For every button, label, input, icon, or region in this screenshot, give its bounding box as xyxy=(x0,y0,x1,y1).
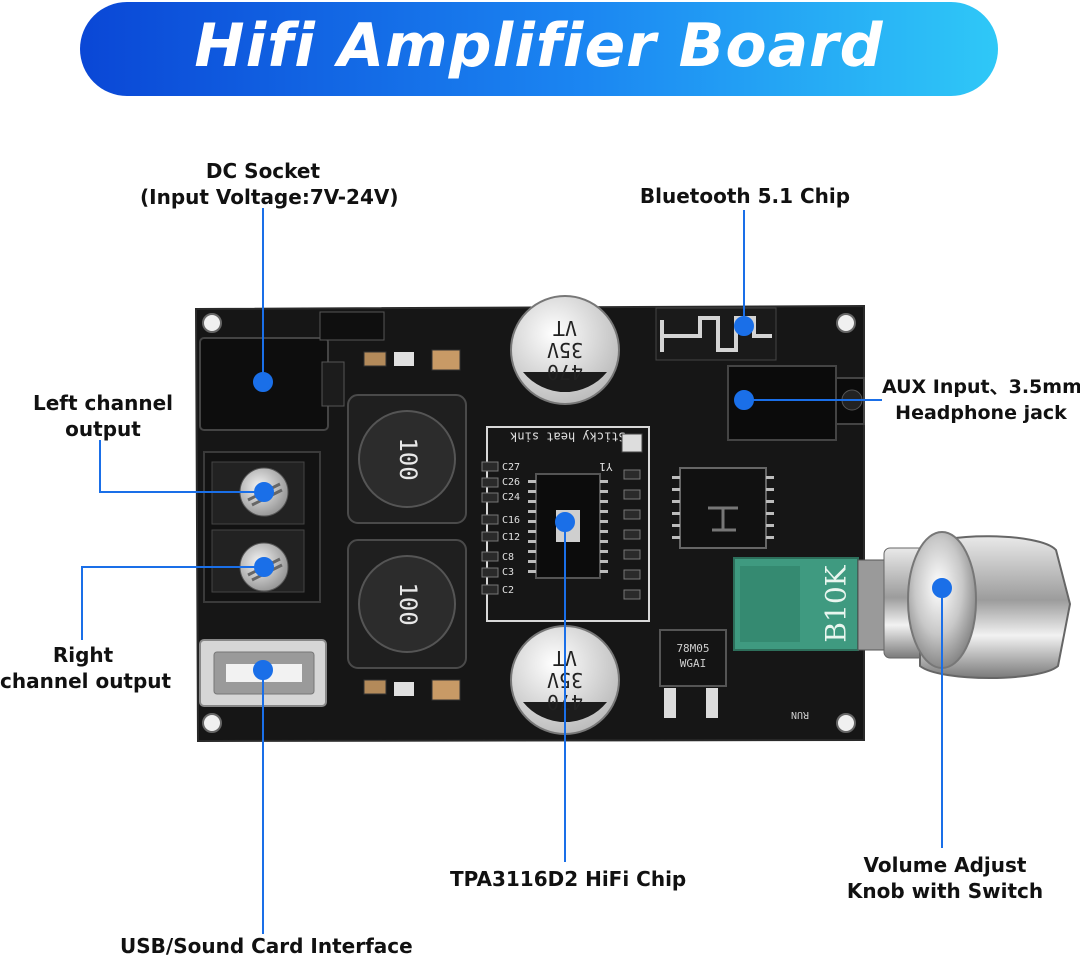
label-bluetooth-line1: Bluetooth 5.1 Chip xyxy=(639,184,851,208)
page-title: Hifi Amplifier Board xyxy=(194,11,884,81)
label-aux-input: AUX Input、3.5mm Headphone jack xyxy=(882,374,1080,426)
mounting-hole xyxy=(202,313,222,333)
label-left-channel: Left channel output xyxy=(18,390,188,442)
label-dc-socket-line1: DC Socket xyxy=(205,159,321,183)
cap-label: C16 xyxy=(502,515,520,526)
label-right-channel: Right channel output xyxy=(0,642,172,694)
label-dc-socket-line2: (Input Voltage:7V-24V) xyxy=(140,185,399,209)
potentiometer-marking: B10K xyxy=(820,564,853,642)
capacitor-top-marking-3: VT xyxy=(553,316,577,340)
label-left-channel-line1: Left channel xyxy=(32,391,174,415)
marker-right-channel xyxy=(254,557,274,577)
marker-tpa xyxy=(555,512,575,532)
label-left-channel-line2: output xyxy=(65,417,141,441)
heat-sink-text: Sticky heat sink xyxy=(509,430,625,444)
label-right-channel-line1: Right xyxy=(52,643,114,667)
marker-volume xyxy=(932,578,952,598)
cap-label: C3 xyxy=(502,567,514,578)
mounting-hole xyxy=(202,713,222,733)
capacitor-top-marking-2: 35V xyxy=(547,338,583,362)
capacitor-top-marking-1: 470 xyxy=(547,360,583,384)
label-dc-socket: DC Socket (Input Voltage:7V-24V) xyxy=(140,158,399,210)
inductor-bottom-marking: 100 xyxy=(394,582,422,625)
label-volume-line2: Knob with Switch xyxy=(846,879,1044,903)
cap-label: C12 xyxy=(502,532,520,543)
label-tpa-chip-line1: TPA3116D2 HiFi Chip xyxy=(450,867,687,891)
regulator xyxy=(659,629,727,687)
cap-label: C8 xyxy=(502,552,514,563)
diode xyxy=(319,311,385,341)
mounting-hole xyxy=(836,713,856,733)
cap-label: C26 xyxy=(502,477,520,488)
label-tpa-chip: TPA3116D2 HiFi Chip xyxy=(450,866,687,892)
cap-label: C24 xyxy=(502,492,520,503)
mounting-hole xyxy=(836,313,856,333)
run-label: RUN xyxy=(791,709,809,720)
bluetooth-antenna xyxy=(660,316,772,352)
cap-label: C2 xyxy=(502,585,514,596)
marker-left-channel xyxy=(254,482,274,502)
marker-bluetooth xyxy=(734,316,754,336)
cap-label: C27 xyxy=(502,462,520,473)
label-aux-input-line2: Headphone jack xyxy=(895,402,1067,424)
leader-right-channel xyxy=(81,566,264,640)
regulator-marking-1: 78M05 xyxy=(676,642,709,655)
leader-left-channel xyxy=(99,440,264,493)
marker-usb xyxy=(253,660,273,680)
y1-label: Y1 xyxy=(599,460,612,473)
regulator-marking-2: WGAI xyxy=(680,657,707,670)
marker-aux xyxy=(734,390,754,410)
label-volume-line1: Volume Adjust xyxy=(863,853,1027,877)
title-banner: Hifi Amplifier Board xyxy=(80,2,998,96)
label-usb-line1: USB/Sound Card Interface xyxy=(120,934,413,958)
label-bluetooth: Bluetooth 5.1 Chip xyxy=(630,183,860,209)
label-aux-input-line1: AUX Input、3.5mm xyxy=(882,376,1080,398)
label-volume: Volume Adjust Knob with Switch xyxy=(846,852,1044,904)
label-usb: USB/Sound Card Interface xyxy=(120,933,413,959)
marker-dc-socket xyxy=(253,372,273,392)
inductor-top-marking: 100 xyxy=(394,437,422,480)
label-right-channel-line2: channel output xyxy=(0,669,172,693)
